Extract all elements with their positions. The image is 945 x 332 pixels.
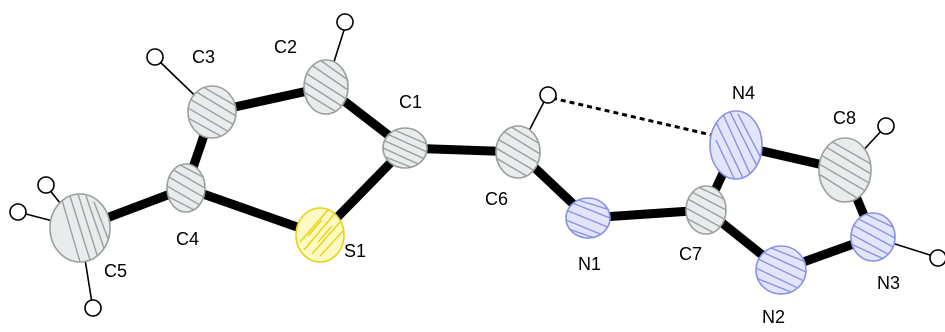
atom-labels: C1 C2 C3 C4 C5 S1 C6 N1 C7 N4 C8 N3 N2 [104, 37, 900, 327]
thermal-ellipsoids [49, 59, 896, 295]
atom-ellipsoid-n3 [850, 212, 896, 262]
atom-label-n2: N2 [762, 307, 785, 327]
atom-label-n4: N4 [732, 83, 755, 103]
hydrogen-atom-c8 [877, 117, 895, 135]
hydrogen-atom-c5a [37, 176, 55, 194]
atom-label-n1: N1 [578, 254, 601, 274]
hydrogen-atom-c6 [539, 86, 557, 104]
atom-ellipsoid-n2 [755, 245, 807, 295]
atom-ellipsoid-c5 [49, 193, 111, 263]
atom-label-c2: C2 [274, 37, 297, 57]
atom-label-n3: N3 [877, 273, 900, 293]
hydrogen-atom-c3 [146, 48, 164, 66]
atom-ellipsoid-c4 [166, 163, 206, 213]
atom-label-s1: S1 [344, 241, 366, 261]
atom-ellipsoid-c3 [187, 85, 237, 139]
atom-ellipsoid-c2 [303, 59, 349, 115]
atom-label-c6: C6 [485, 189, 508, 209]
hydrogen-atom-c5c [84, 299, 102, 317]
hydrogen-atom-c2 [336, 13, 354, 31]
hydrogen-atom-n3 [929, 249, 945, 267]
atom-label-c8: C8 [833, 108, 856, 128]
atom-label-c1: C1 [399, 92, 422, 112]
atom-ellipsoid-n1 [565, 197, 611, 239]
atom-label-c4: C4 [176, 229, 199, 249]
hydrogen-bond-dashed [551, 96, 717, 138]
atom-label-c5: C5 [104, 261, 127, 281]
atom-ellipsoid-c6 [495, 125, 541, 179]
atom-label-c3: C3 [192, 47, 215, 67]
hydrogen-atom-c5b [9, 203, 27, 221]
atom-label-c7: C7 [679, 244, 702, 264]
atom-ellipsoid-c7 [685, 185, 727, 235]
atom-ellipsoid-c8 [818, 137, 872, 203]
hydrogen-atoms [9, 13, 945, 317]
atom-ellipsoid-n4 [709, 110, 763, 180]
atom-ellipsoid-s1 [295, 207, 345, 263]
atom-ellipsoid-c1 [382, 127, 428, 169]
